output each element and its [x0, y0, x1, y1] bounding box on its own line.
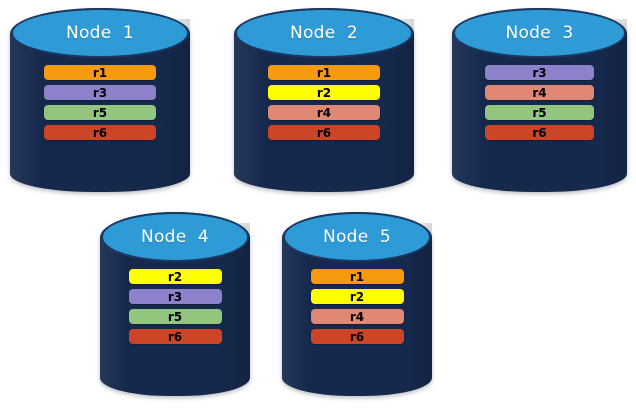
replica-bar-r1[interactable]: r1 [268, 65, 380, 81]
replica-bar-r3[interactable]: r3 [44, 85, 156, 101]
node-label-4: Node 4 [140, 226, 210, 247]
replica-bar-r5[interactable]: r5 [44, 105, 156, 121]
replica-bar-r5[interactable]: r5 [485, 105, 594, 121]
replica-bar-r1[interactable]: r1 [310, 269, 404, 285]
replica-bar-r3[interactable]: r3 [128, 289, 222, 305]
replica-bar-r4[interactable]: r4 [310, 309, 404, 325]
node-top-ellipse-1 [11, 8, 189, 58]
replica-bar-r2[interactable]: r2 [128, 269, 222, 285]
node-label-5: Node 5 [322, 226, 392, 247]
replica-stack-4: r2 r3 r5 r6 [100, 269, 250, 345]
replica-stack-5: r1 r2 r4 r6 [282, 269, 432, 345]
node-label-2: Node 2 [289, 22, 359, 43]
replica-bar-r2[interactable]: r2 [310, 289, 404, 305]
replica-bar-r3[interactable]: r3 [485, 65, 594, 81]
node-label-3: Node 3 [505, 22, 574, 43]
node-cylinder-1[interactable]: Node 1 r1 r3 r5 r6 [10, 8, 190, 192]
node-label-1: Node 1 [65, 22, 135, 43]
replica-bar-r1[interactable]: r1 [44, 65, 156, 81]
replica-bar-r6[interactable]: r6 [44, 125, 156, 141]
replica-stack-3: r3 r4 r5 r6 [452, 65, 627, 141]
replica-stack-1: r1 r3 r5 r6 [10, 65, 190, 141]
node-top-ellipse-2 [235, 8, 413, 58]
replica-bar-r6[interactable]: r6 [128, 329, 222, 345]
replica-stack-2: r1 r2 r4 r6 [234, 65, 414, 141]
node-cylinder-3[interactable]: Node 3 r3 r4 r5 r6 [452, 8, 627, 192]
node-top-ellipse-5 [283, 212, 431, 262]
replica-bar-r6[interactable]: r6 [268, 125, 380, 141]
replica-bar-r6[interactable]: r6 [310, 329, 404, 345]
node-cylinder-4[interactable]: Node 4 r2 r3 r5 r6 [100, 212, 250, 396]
replica-bar-r4[interactable]: r4 [268, 105, 380, 121]
node-top-ellipse-4 [101, 212, 249, 262]
node-cylinder-5[interactable]: Node 5 r1 r2 r4 r6 [282, 212, 432, 396]
node-top-ellipse-3 [453, 8, 626, 58]
node-cylinder-2[interactable]: Node 2 r1 r2 r4 r6 [234, 8, 414, 192]
replica-bar-r6[interactable]: r6 [485, 125, 594, 141]
replica-bar-r5[interactable]: r5 [128, 309, 222, 325]
replica-bar-r4[interactable]: r4 [485, 85, 594, 101]
replica-bar-r2[interactable]: r2 [268, 85, 380, 101]
